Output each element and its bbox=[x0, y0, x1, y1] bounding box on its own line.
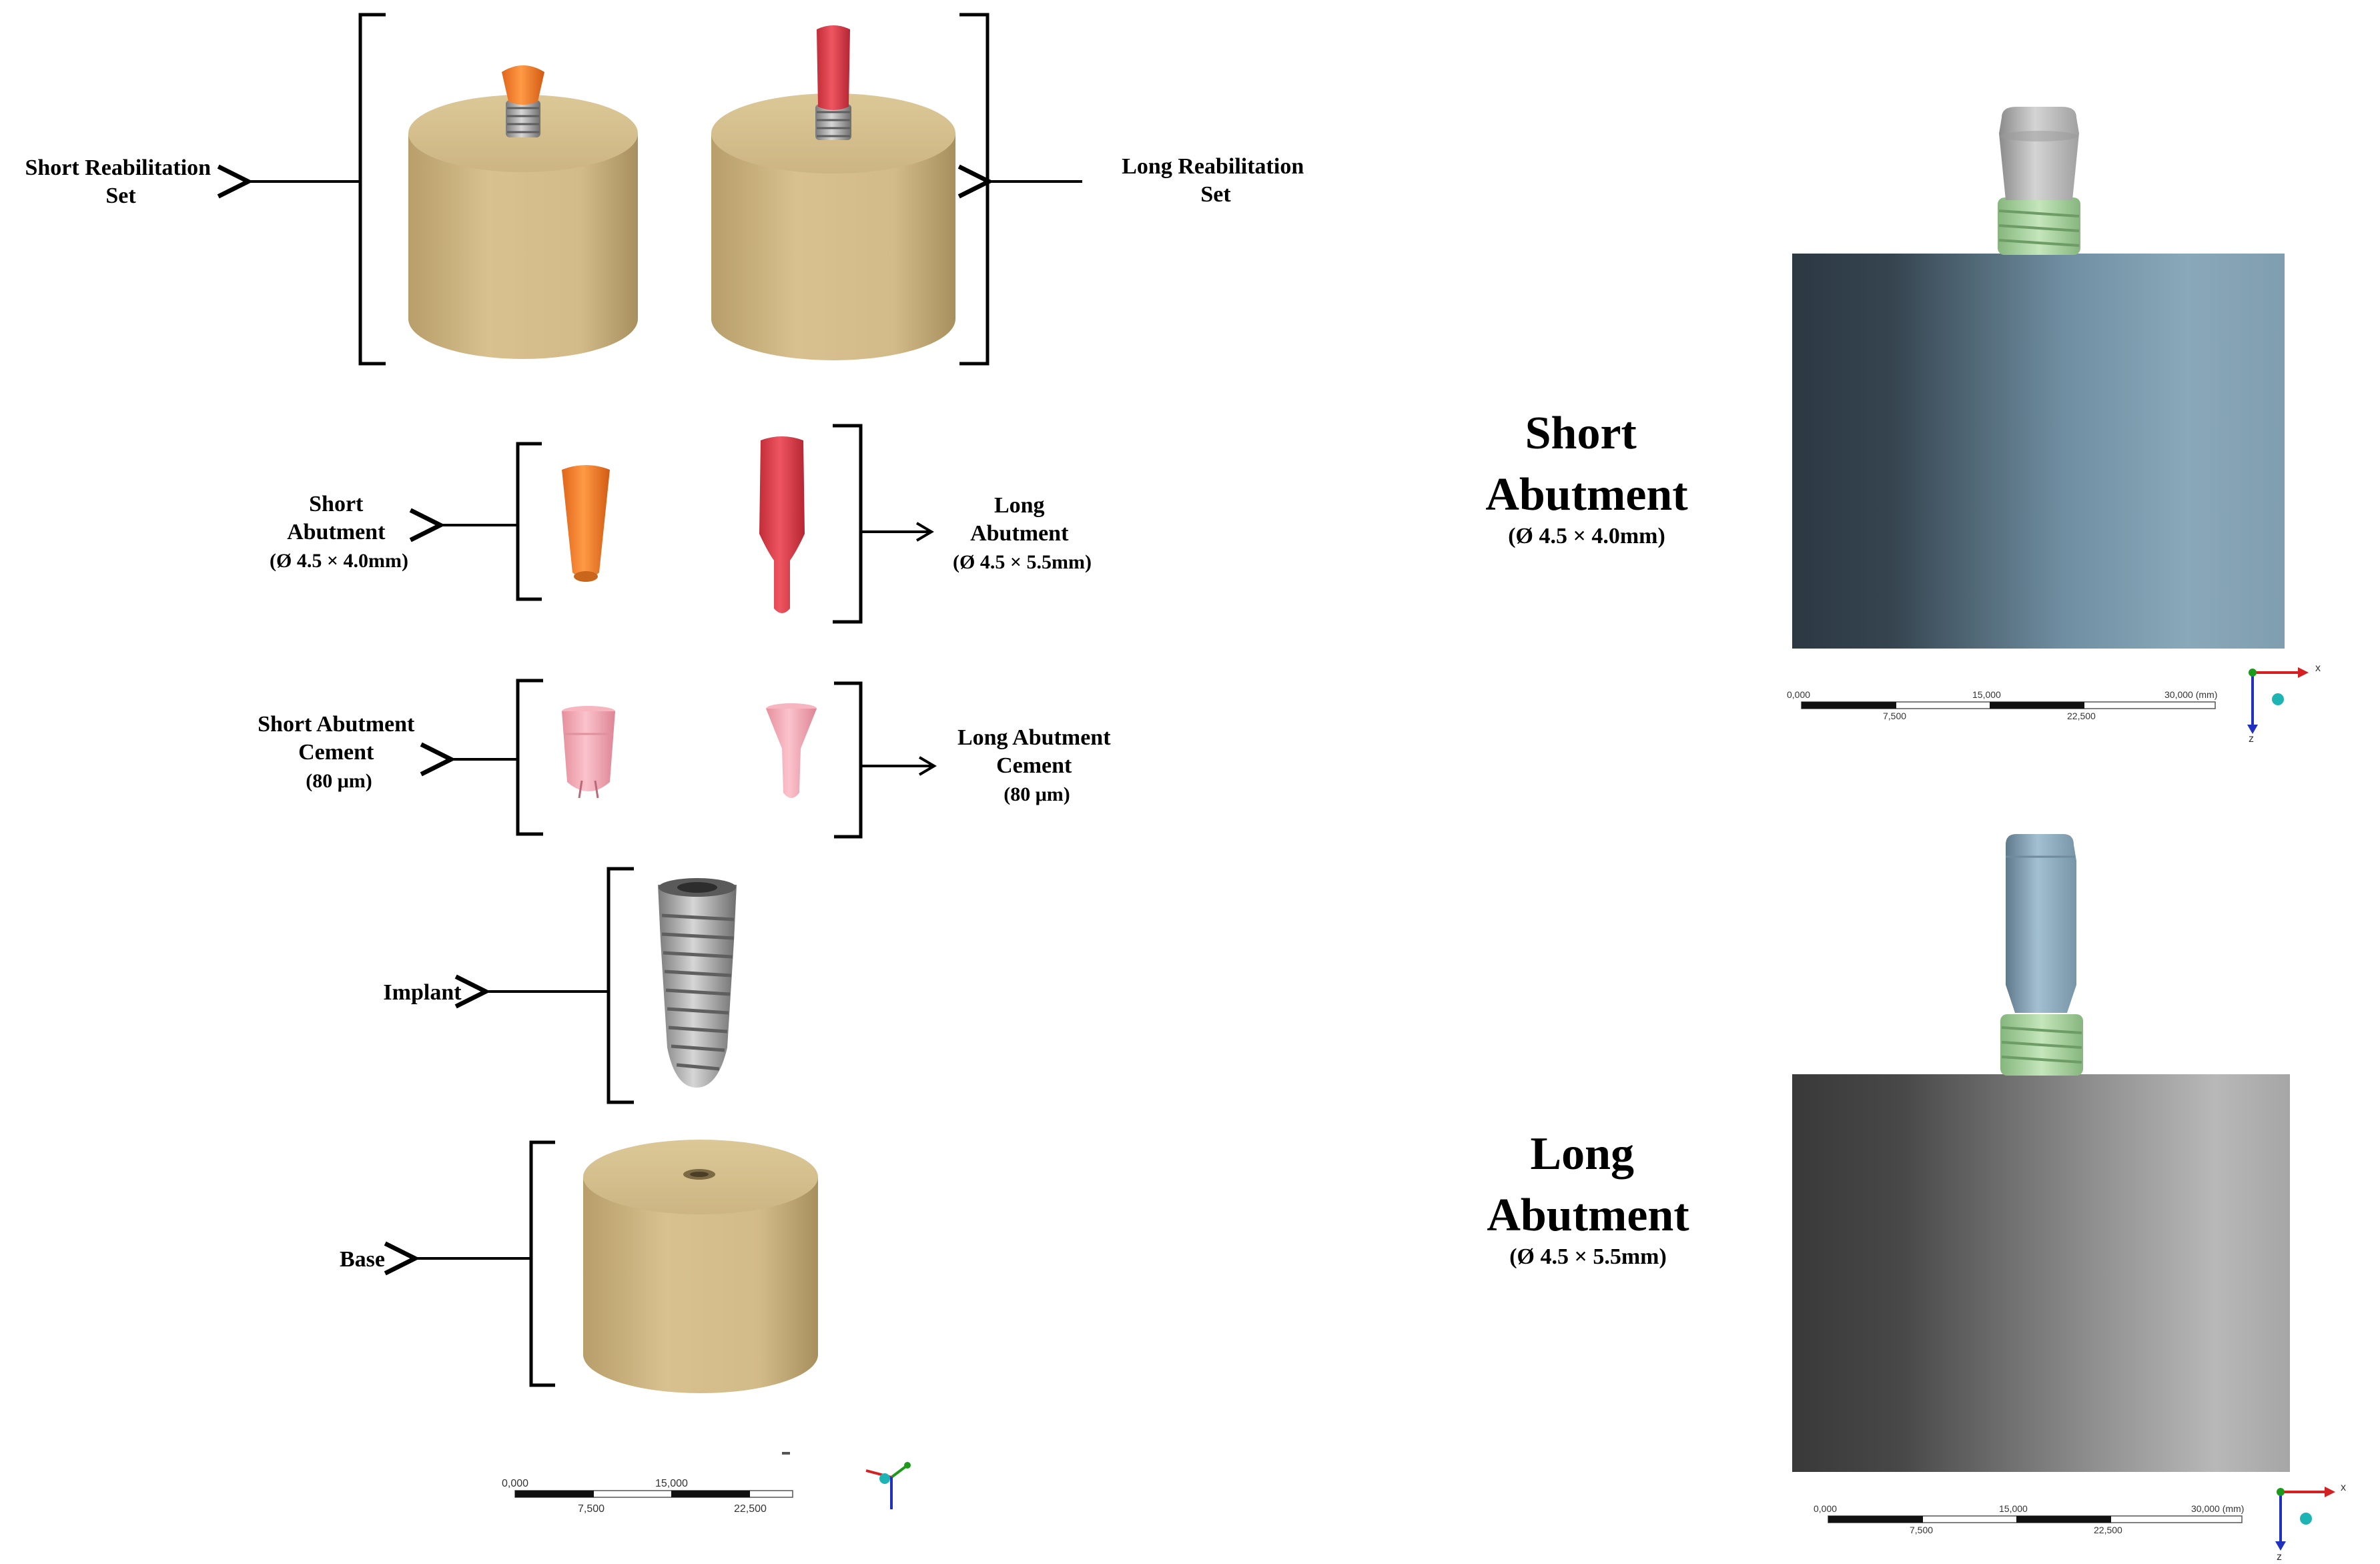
label-long-abutment: Long Abutment (Ø 4.5 × 5.5mm) bbox=[953, 493, 1092, 573]
short-axis-triad-icon: x z bbox=[2247, 663, 2321, 745]
long-abutment-thread bbox=[2000, 1014, 2083, 1076]
short-scale-bottom-0: 7,500 bbox=[1883, 711, 1906, 721]
label-short-set: Short Reabilitation Set bbox=[25, 155, 216, 208]
long-axis-z-label: z bbox=[2277, 1551, 2282, 1563]
long-scale-top-2: 30,000 (mm) bbox=[2191, 1503, 2244, 1514]
short-abutment-model bbox=[562, 465, 610, 582]
short-abutment-fea-view bbox=[1792, 107, 2285, 649]
left-scale-top-1: 15,000 bbox=[655, 1478, 688, 1489]
long-rehabilitation-set-model bbox=[711, 25, 955, 360]
left-scale-bottom-1: 22,500 bbox=[734, 1503, 767, 1515]
long-scale-bottom-0: 7,500 bbox=[1910, 1525, 1933, 1535]
long-scale-top-0: 0,000 bbox=[1814, 1503, 1837, 1514]
label-short-abutment: Short Abutment (Ø 4.5 × 4.0mm) bbox=[270, 492, 408, 572]
implant-model bbox=[658, 878, 737, 1088]
long-scale-bottom-1: 22,500 bbox=[2094, 1525, 2122, 1535]
label-long-set: Long Reabilitation Set bbox=[1122, 154, 1309, 207]
base-group bbox=[415, 1140, 818, 1393]
short-rehabilitation-set-model bbox=[408, 65, 638, 359]
bracket-left-cement bbox=[516, 679, 543, 836]
short-abutment-subtitle: (Ø 4.5 × 4.0mm) bbox=[1508, 524, 1665, 548]
long-block bbox=[1792, 1074, 2290, 1472]
left-scale-bottom-0: 7,500 bbox=[578, 1503, 605, 1515]
bracket-left-sets bbox=[358, 13, 386, 366]
bracket-base bbox=[529, 1140, 555, 1387]
implant-group bbox=[486, 867, 737, 1104]
short-scale-top-0: 0,000 bbox=[1787, 689, 1810, 700]
rehabilitation-sets-group bbox=[248, 13, 1082, 366]
bracket-left-abutments bbox=[516, 442, 542, 601]
long-abutment-body bbox=[2006, 834, 2076, 1013]
short-block bbox=[1792, 254, 2285, 649]
label-short-cement: Short Abutment Cement (80 μm) bbox=[258, 712, 420, 792]
long-abutment-title: Long Abutment bbox=[1487, 1128, 1689, 1241]
short-abutment-cement-model bbox=[562, 706, 615, 799]
cement-group bbox=[451, 679, 937, 839]
long-abutment-subtitle: (Ø 4.5 × 5.5mm) bbox=[1509, 1244, 1667, 1269]
long-scale-bar: 0,000 15,000 30,000 (mm) 7,500 22,500 bbox=[1814, 1503, 2244, 1535]
left-scale-bar: 0,000 15,000 7,500 22,500 bbox=[502, 1452, 793, 1515]
short-scale-top-1: 15,000 bbox=[1972, 689, 2001, 700]
left-scale-top-0: 0,000 bbox=[502, 1478, 528, 1489]
label-base: Base bbox=[340, 1247, 385, 1272]
short-abutment-body bbox=[1999, 107, 2079, 200]
bracket-right-sets bbox=[959, 13, 989, 366]
short-scale-top-2: 30,000 (mm) bbox=[2164, 689, 2217, 700]
long-abutment-model bbox=[759, 436, 805, 613]
long-abutment-cement-model bbox=[766, 703, 817, 798]
short-abutment-title: Short Abutment bbox=[1485, 408, 1687, 520]
short-axis-x-label: x bbox=[2315, 663, 2321, 674]
bracket-implant bbox=[607, 867, 634, 1104]
label-implant: Implant bbox=[383, 980, 462, 1005]
long-scale-top-1: 15,000 bbox=[1999, 1503, 2028, 1514]
base-model bbox=[583, 1140, 818, 1393]
short-axis-z-label: z bbox=[2249, 733, 2254, 745]
long-abutment-fea-view bbox=[1792, 834, 2290, 1472]
long-axis-x-label: x bbox=[2341, 1482, 2346, 1493]
label-long-cement: Long Abutment Cement (80 μm) bbox=[957, 725, 1116, 805]
long-axis-triad-icon: x z bbox=[2275, 1482, 2346, 1563]
short-scale-bottom-1: 22,500 bbox=[2067, 711, 2096, 721]
short-scale-bar: 0,000 15,000 30,000 (mm) 7,500 22,500 bbox=[1787, 689, 2217, 721]
short-abutment-thread bbox=[1998, 198, 2080, 255]
bracket-right-cement bbox=[834, 681, 863, 839]
xyz-axis-triad-icon bbox=[865, 1462, 911, 1509]
bracket-right-abutments bbox=[833, 424, 863, 624]
abutments-group bbox=[440, 424, 934, 624]
